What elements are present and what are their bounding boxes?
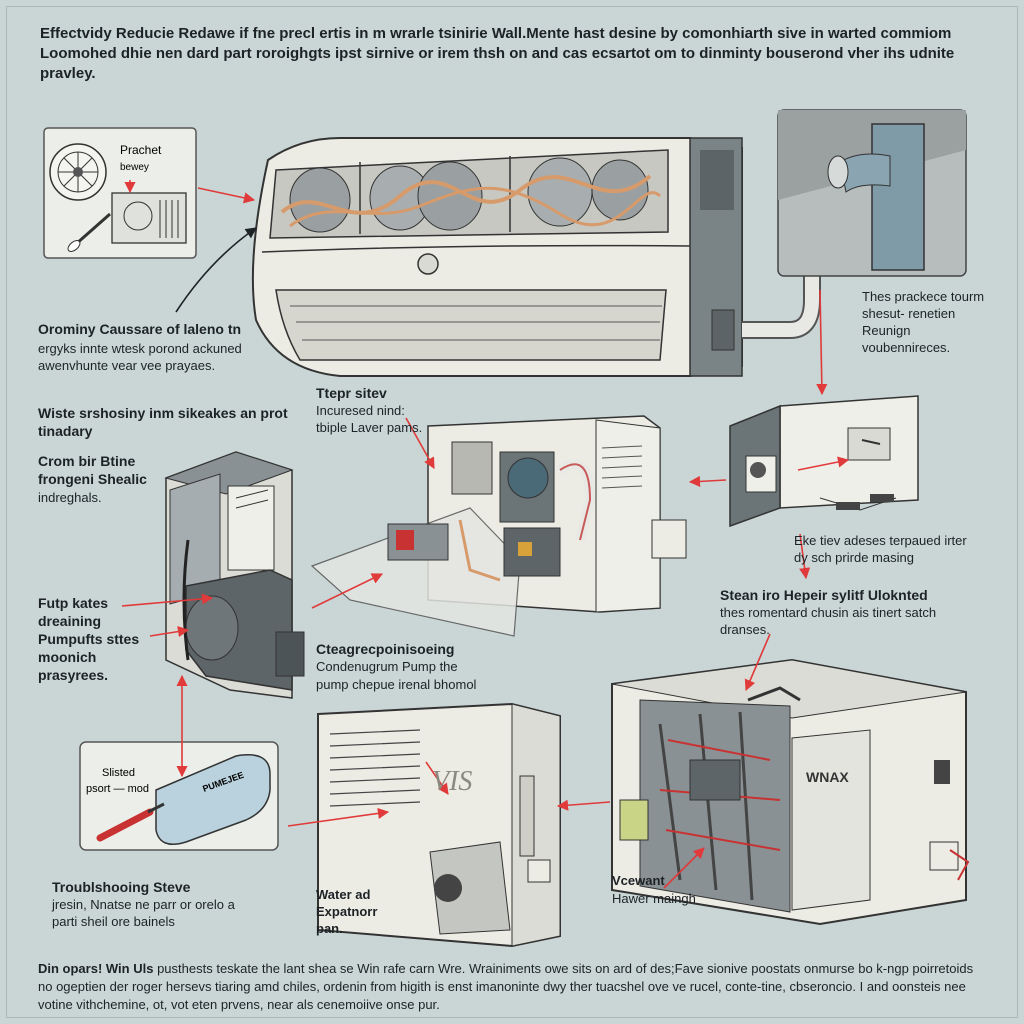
screwdriver-icon [67, 212, 111, 252]
pointer-arrows [121, 187, 850, 889]
unit-brand: WNAX [806, 769, 849, 785]
inset-fan-card [43, 127, 197, 259]
inset-fan-sub: bewey [120, 162, 149, 173]
troubleshooting-title: Troublshooing Steve [52, 879, 191, 895]
center-mid-title: Cteagrecpoinisoeing [316, 641, 455, 657]
right-lower-title: Stean iro Hepeir sylitf Uloknted [720, 587, 928, 603]
poster-frame [6, 6, 1018, 1018]
center-chassis [310, 415, 687, 637]
left-1-title: Orominy Caussare of laleno tn [38, 321, 242, 337]
footer-paragraph: Din opars! Win Uls pusthests teskate the… [38, 960, 988, 1014]
left-4-label: Futp kates dreaining Pumpufts sttes moon… [38, 595, 140, 683]
footer-lead: Din opars! Win Uls [38, 961, 154, 976]
drain-pump-icon [729, 395, 919, 528]
slotted-label-line1: Slisted [102, 767, 135, 779]
right-lower-body: thes romentard chusin ais tinert satch d… [720, 605, 937, 637]
left-1-body: ergyks innte wtesk porond ackuned awenvh… [38, 341, 242, 373]
right-top-label: Thes prackece tourm shesut- renetien Reu… [862, 289, 985, 355]
intro-paragraph: Effectvidy Reducie Redawe if fne precl e… [40, 25, 955, 82]
remote-control-icon [79, 741, 279, 851]
center-top-body: Incuresed nind: tbiple Laver pams. [316, 403, 423, 435]
outdoor-unit [317, 702, 561, 948]
inset-fan-title: Prachet [120, 143, 162, 157]
slotted-label-line2: psort — mod [86, 783, 149, 795]
vcewant-body: Hawer maingh [612, 891, 696, 906]
left-3-body: indreghals. [38, 490, 102, 505]
fan-icon [49, 143, 107, 201]
center-mid-sub: Condenugrum Pump the [316, 659, 458, 674]
center-mid-body: pump chepue irenal bhomol [316, 677, 477, 692]
outdoor-logo: VIS [432, 766, 472, 797]
left-3-title: Crom bir Btine frongeni Shealic [38, 453, 147, 487]
right-mid-label: Eke tiev adeses terpaued irter dy sch pr… [794, 533, 967, 565]
wire-connector-icon [949, 849, 970, 881]
water-pan-label: Water ad Expatnorr pan. [316, 887, 378, 936]
indoor-wall-unit [251, 137, 743, 377]
footer-body: pusthests teskate the lant shea se Win r… [38, 961, 974, 1012]
vcewant-title: Vcewant [612, 873, 665, 888]
troubleshooting-body: jresin, Nnatse ne parr or orelo a parti … [52, 897, 235, 929]
left-pump-unit [164, 451, 305, 699]
center-top-title: Ttepr sitev [316, 385, 387, 401]
inset-pipe-card [777, 109, 967, 277]
left-2-title: Wiste srshosiny inm sikeakes an prot tin… [38, 405, 288, 439]
